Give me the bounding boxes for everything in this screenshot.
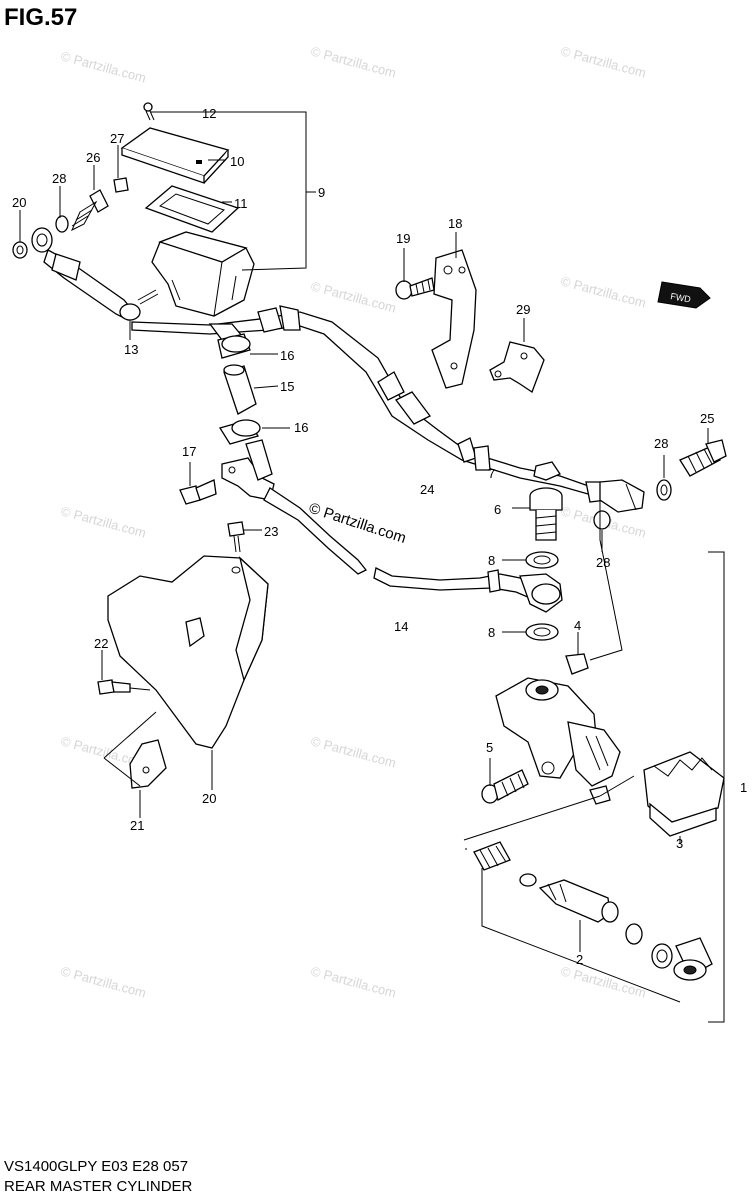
watermark: © Partzilla.com [559, 43, 648, 80]
callout-28b: 28 [654, 436, 668, 451]
reservoir-assembly [12, 102, 255, 321]
bolt-19 [395, 277, 435, 300]
watermark: © Partzilla.com [309, 963, 398, 1000]
bracket-21 [129, 739, 167, 789]
master-cylinder-body [495, 677, 621, 805]
callout-9: 9 [318, 185, 325, 200]
callout-labels: 12 10 27 26 9 11 28 20 13 16 15 19 18 29… [12, 106, 747, 967]
callout-13: 13 [124, 342, 138, 357]
callout-8: 8 [488, 553, 495, 568]
joint-fitting [221, 439, 275, 501]
watermark: © Partzilla.com [559, 963, 648, 1000]
callout-24: 24 [420, 482, 434, 497]
hose-14 [263, 487, 563, 613]
callout-16: 16 [280, 348, 294, 363]
watermark: © Partzilla.com [559, 273, 648, 310]
union-bolt-6 [529, 487, 563, 541]
callout-2: 2 [576, 952, 583, 967]
callout-29: 29 [516, 302, 530, 317]
callout-17: 17 [182, 444, 196, 459]
watermark: © Partzilla.com [59, 963, 148, 1000]
callout-15: 15 [280, 379, 294, 394]
watermark: © Partzilla.com [309, 733, 398, 770]
watermark: © Partzilla.com [309, 43, 398, 80]
callout-20b: 20 [202, 791, 216, 806]
callout-28c: 28 [596, 555, 610, 570]
callout-11: 11 [234, 196, 248, 211]
watermark: © Partzilla.com [59, 503, 148, 540]
figure-name: REAR MASTER CYLINDER [4, 1178, 193, 1195]
callout-12: 12 [202, 106, 216, 121]
callout-19: 19 [396, 231, 410, 246]
callout-20: 20 [12, 195, 26, 210]
callout-5: 5 [486, 740, 493, 755]
figure-title: FIG.57 [4, 4, 78, 31]
boot-3 [643, 751, 725, 837]
callout-25: 25 [700, 411, 714, 426]
side-cover-20 [107, 555, 269, 749]
forward-label: FWD [670, 291, 692, 304]
model-code: VS1400GLPY E03 E28 057 [4, 1158, 189, 1175]
callout-21: 21 [130, 818, 144, 833]
bolt-25 [679, 439, 727, 477]
callout-18: 18 [448, 216, 462, 231]
callout-10: 10 [230, 154, 244, 169]
callout-14: 14 [394, 619, 408, 634]
forward-arrow-icon: FWD [657, 281, 711, 309]
bracket-29 [489, 341, 545, 393]
callout-26: 26 [86, 150, 100, 165]
callout-4: 4 [574, 618, 581, 633]
callout-1: 1 [740, 780, 747, 795]
watermark: © Partzilla.com [59, 48, 148, 85]
callout-7: 7 [488, 466, 495, 481]
reservoir-hose [131, 305, 645, 513]
hose-15-assembly [217, 333, 261, 445]
callout-22: 22 [94, 636, 108, 651]
bolt-5 [481, 769, 529, 804]
callout-3: 3 [676, 836, 683, 851]
callout-16b: 16 [294, 420, 308, 435]
callout-27: 27 [110, 131, 124, 146]
piston-kit [473, 841, 713, 981]
callout-6: 6 [494, 502, 501, 517]
callout-23: 23 [264, 524, 278, 539]
bracket-18 [431, 249, 477, 389]
callout-8b: 8 [488, 625, 495, 640]
watermark: © Partzilla.com [309, 278, 398, 315]
callout-28: 28 [52, 171, 66, 186]
